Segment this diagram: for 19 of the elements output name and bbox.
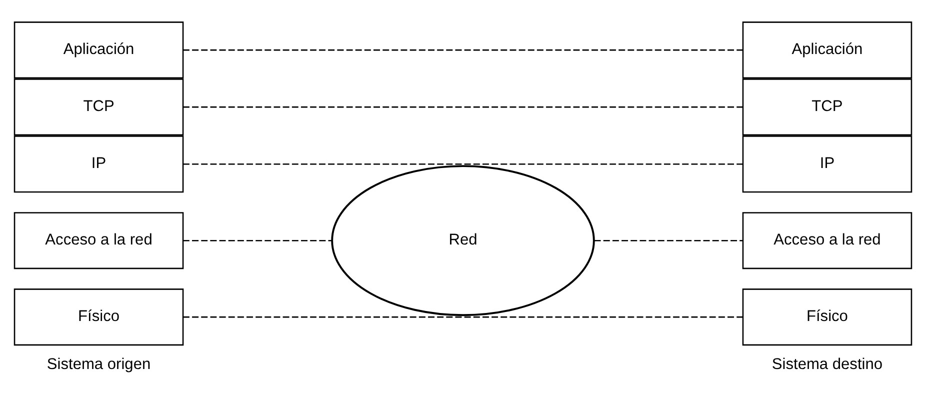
connector — [182, 163, 742, 165]
node-box: IP — [13, 136, 184, 193]
connector — [182, 106, 742, 108]
node-box: IP — [742, 136, 912, 193]
node-box: TCP — [13, 78, 184, 136]
label: Sistema origen — [46, 356, 150, 374]
connector — [182, 316, 742, 318]
node-box: Físico — [13, 288, 184, 346]
node-box: Aplicación — [13, 22, 184, 79]
connector — [182, 240, 332, 242]
node-box: Físico — [742, 288, 912, 346]
node-box: Aplicación — [742, 22, 912, 79]
node-box: Acceso a la red — [742, 212, 912, 270]
node-ellipse: Red — [330, 165, 594, 316]
node-box: Acceso a la red — [13, 212, 184, 270]
connector — [182, 49, 742, 51]
label: Sistema destino — [771, 356, 882, 374]
node-box: TCP — [742, 78, 912, 136]
connector — [594, 240, 742, 242]
